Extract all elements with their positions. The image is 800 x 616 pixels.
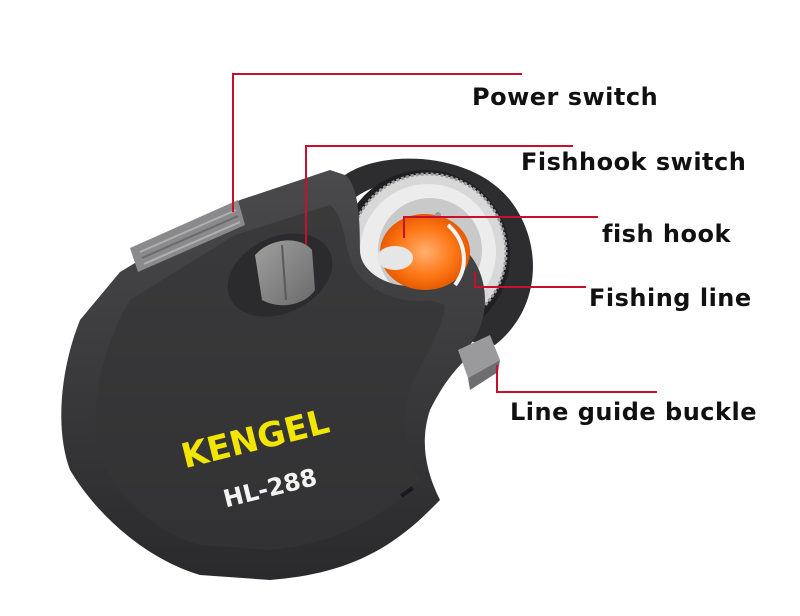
leader-fishing-line — [474, 272, 586, 288]
label-power-switch: Power switch — [472, 83, 659, 111]
label-fishing-line: Fishing line — [589, 284, 752, 312]
label-line-guide-buckle: Line guide buckle — [510, 398, 757, 426]
leader-line-guide-buckle — [496, 365, 657, 393]
label-fish-hook: fish hook — [602, 220, 731, 248]
line-guide-buckle[interactable] — [458, 335, 500, 390]
fishhook-switch[interactable] — [214, 217, 346, 332]
leader-power-switch — [232, 73, 522, 212]
power-switch[interactable] — [130, 200, 245, 272]
leader-fishhook-switch — [305, 145, 573, 245]
hook-chamber — [377, 212, 470, 290]
leader-fish-hook — [403, 216, 598, 238]
label-fishhook-switch: Fishhook switch — [521, 148, 747, 176]
leader-lines — [232, 73, 657, 393]
